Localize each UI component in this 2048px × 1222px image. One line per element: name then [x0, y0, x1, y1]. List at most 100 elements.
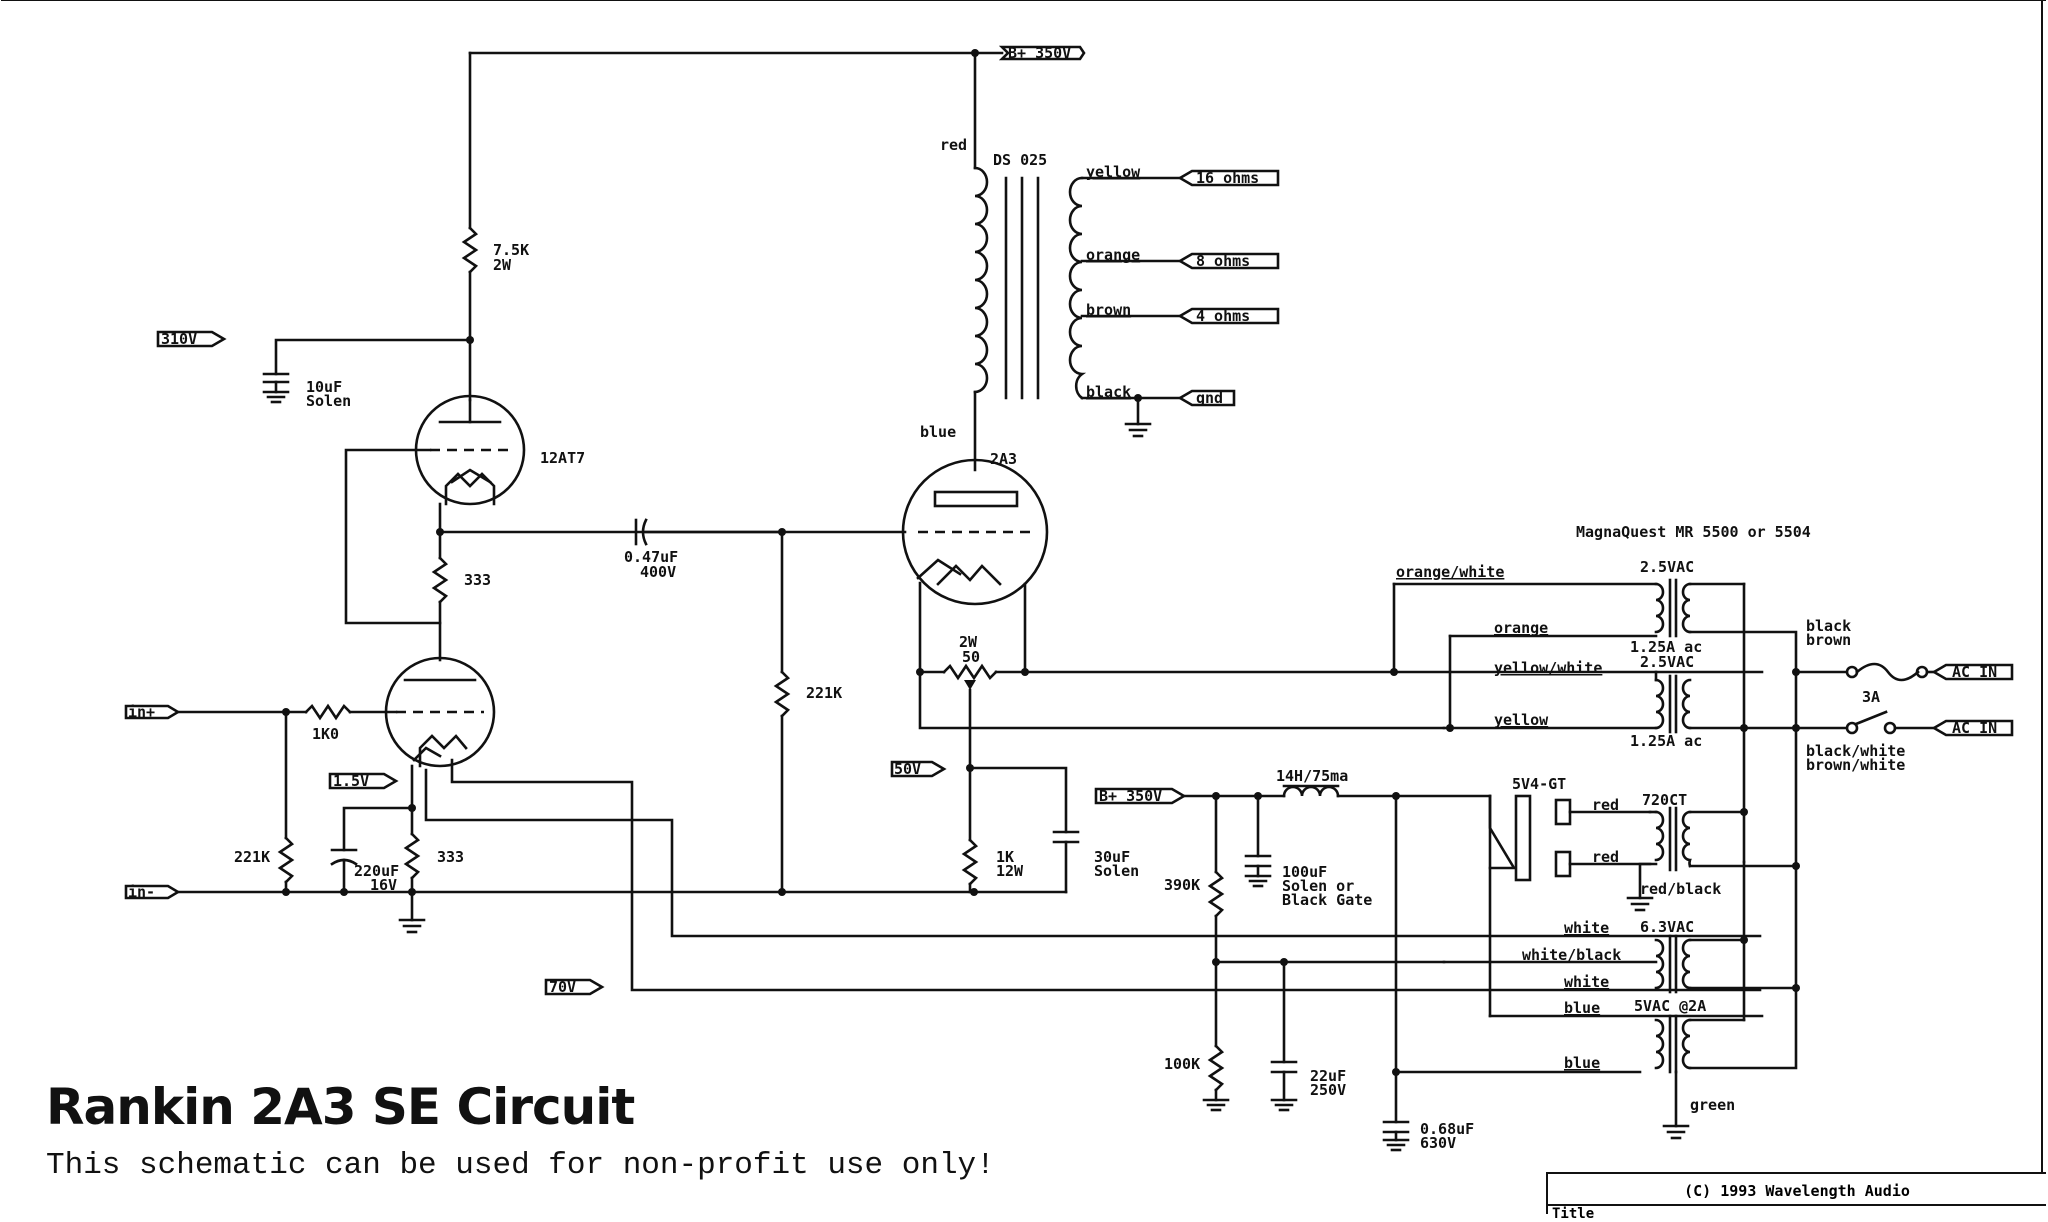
choke-14h: 14H/75ma: [1276, 767, 1348, 798]
svg-text:630V: 630V: [1420, 1134, 1456, 1152]
svg-text:red: red: [1592, 796, 1619, 814]
resistor-100k: 100K: [1164, 1044, 1230, 1112]
power-transformer: MagnaQuest MR 5500 or 5504 2.5VAC orange…: [1392, 523, 1811, 1114]
svg-text:in+: in+: [128, 703, 155, 721]
svg-text:Solen: Solen: [306, 392, 351, 410]
svg-text:16V: 16V: [370, 876, 397, 894]
svg-text:221K: 221K: [806, 684, 842, 702]
svg-text:50: 50: [962, 648, 980, 666]
resistor-1k: 1K 12W: [961, 838, 1024, 894]
capacitor-100uf: 100uF Solen or Black Gate: [1244, 794, 1372, 909]
capacitor-22uf: 22uF 250V: [1270, 960, 1346, 1112]
svg-text:orange: orange: [1086, 246, 1140, 264]
resistor-333-upper: 333: [431, 530, 491, 662]
svg-text:gnd: gnd: [1196, 389, 1223, 407]
capacitor-220uf: 220uF 16V: [330, 806, 414, 894]
svg-text:390K: 390K: [1164, 876, 1200, 894]
net-flag-gnd: gnd: [1177, 389, 1236, 407]
svg-text:16 ohms: 16 ohms: [1196, 169, 1259, 187]
svg-text:white/black: white/black: [1522, 946, 1621, 964]
svg-text:brown: brown: [1806, 631, 1851, 649]
resistor-221k-input: 221K: [234, 710, 295, 894]
copyright-text: (C) 1993 Wavelength Audio: [1684, 1182, 1910, 1200]
svg-text:2A3: 2A3: [990, 450, 1017, 468]
svg-text:310V: 310V: [161, 330, 197, 348]
svg-text:333: 333: [464, 571, 491, 589]
capacitor-047uf: 0.47uF 400V: [624, 518, 678, 581]
svg-text:250V: 250V: [1310, 1081, 1346, 1099]
output-transformer: red DS 025 blue: [920, 136, 1087, 441]
svg-text:blue: blue: [1564, 999, 1600, 1017]
svg-text:yellow: yellow: [1494, 711, 1549, 729]
resistor-7k5: 7.5K 2W: [461, 51, 529, 402]
svg-text:2.5VAC: 2.5VAC: [1640, 653, 1694, 671]
svg-text:1.25A ac: 1.25A ac: [1630, 638, 1702, 656]
svg-text:1.5V: 1.5V: [333, 772, 369, 790]
net-flag-in-minus: in-: [124, 883, 181, 901]
svg-text:70V: 70V: [549, 978, 576, 996]
svg-text:0.47uF: 0.47uF: [624, 548, 678, 566]
fuse-3a: 3A: [1845, 662, 1929, 706]
net-flag-16-ohms: 16 ohms: [1177, 169, 1280, 187]
svg-text:1K: 1K: [996, 848, 1014, 866]
tube-2a3: 2A3: [901, 450, 1049, 606]
svg-text:333: 333: [437, 848, 464, 866]
svg-text:B+ 350V: B+ 350V: [1099, 787, 1162, 805]
svg-text:6.3VAC: 6.3VAC: [1640, 918, 1694, 936]
svg-text:in-: in-: [128, 883, 155, 901]
title-block-divider: [1548, 1204, 2046, 1206]
svg-text:red: red: [1592, 848, 1619, 866]
b-plus-rail: B+ 350V: [468, 44, 1086, 170]
svg-text:2.5VAC: 2.5VAC: [1640, 558, 1694, 576]
svg-text:MagnaQuest MR 5500 or 5504: MagnaQuest MR 5500 or 5504: [1576, 523, 1811, 541]
svg-text:black: black: [1086, 383, 1131, 401]
svg-text:AC IN: AC IN: [1952, 719, 1997, 737]
svg-text:white: white: [1564, 919, 1609, 937]
page-title: Rankin 2A3 SE Circuit: [46, 1078, 635, 1136]
svg-text:10uF: 10uF: [306, 378, 342, 396]
net-flag-70v: 70V: [544, 978, 605, 996]
svg-text:Solen or: Solen or: [1282, 877, 1354, 895]
svg-text:yellow: yellow: [1086, 163, 1141, 181]
svg-text:720CT: 720CT: [1642, 791, 1687, 809]
svg-text:3A: 3A: [1862, 688, 1880, 706]
capacitor-30uf: 30uF Solen: [1052, 830, 1139, 894]
svg-text:221K: 221K: [234, 848, 270, 866]
svg-text:Solen: Solen: [1094, 862, 1139, 880]
title-block-label: Title: [1552, 1206, 1595, 1222]
potentiometer-50: 2W 50: [942, 633, 1029, 690]
svg-text:2W: 2W: [959, 633, 978, 651]
net-flag-1-5v: 1.5V: [328, 772, 399, 790]
svg-text:30uF: 30uF: [1094, 848, 1130, 866]
title-block: (C) 1993 Wavelength Audio Title: [1546, 1172, 2046, 1222]
svg-text:red/black: red/black: [1640, 880, 1721, 898]
svg-text:2W: 2W: [493, 256, 512, 274]
svg-text:green: green: [1690, 1096, 1735, 1114]
svg-text:4 ohms: 4 ohms: [1196, 307, 1250, 325]
net-flag-ac-in-1: AC IN: [1931, 663, 2014, 681]
svg-text:yellow/white: yellow/white: [1494, 659, 1602, 677]
svg-text:B+ 350V: B+ 350V: [1008, 44, 1071, 62]
svg-text:14H/75ma: 14H/75ma: [1276, 767, 1348, 785]
net-flag-4-ohms: 4 ohms: [1177, 307, 1280, 325]
net-flag-ac-in-2: AC IN: [1931, 719, 2014, 737]
capacitor-10uf: 10uF Solen: [262, 336, 474, 410]
tube-12at7-upper: 12AT7: [414, 394, 585, 506]
page-subtitle: This schematic can be used for non-profi…: [46, 1148, 995, 1183]
svg-text:AC IN: AC IN: [1952, 663, 1997, 681]
svg-text:8 ohms: 8 ohms: [1196, 252, 1250, 270]
power-switch: [1845, 710, 1897, 735]
resistor-1k0: 1K0: [304, 703, 398, 743]
net-flag-50v: 50V: [890, 760, 947, 778]
svg-text:orange: orange: [1494, 619, 1548, 637]
ground-cathode: [398, 918, 426, 934]
svg-text:black/white: black/white: [1806, 742, 1905, 760]
svg-text:220uF: 220uF: [354, 862, 399, 880]
net-flag-in-plus: in+: [124, 703, 181, 721]
resistor-333-lower: 333: [403, 806, 464, 922]
resistor-221k-grid: 221K: [773, 530, 842, 894]
net-flag-b-plus-top: B+ 350V: [998, 44, 1086, 62]
svg-text:12W: 12W: [996, 862, 1024, 880]
svg-text:100uF: 100uF: [1282, 863, 1327, 881]
svg-text:5VAC @2A: 5VAC @2A: [1634, 997, 1706, 1015]
